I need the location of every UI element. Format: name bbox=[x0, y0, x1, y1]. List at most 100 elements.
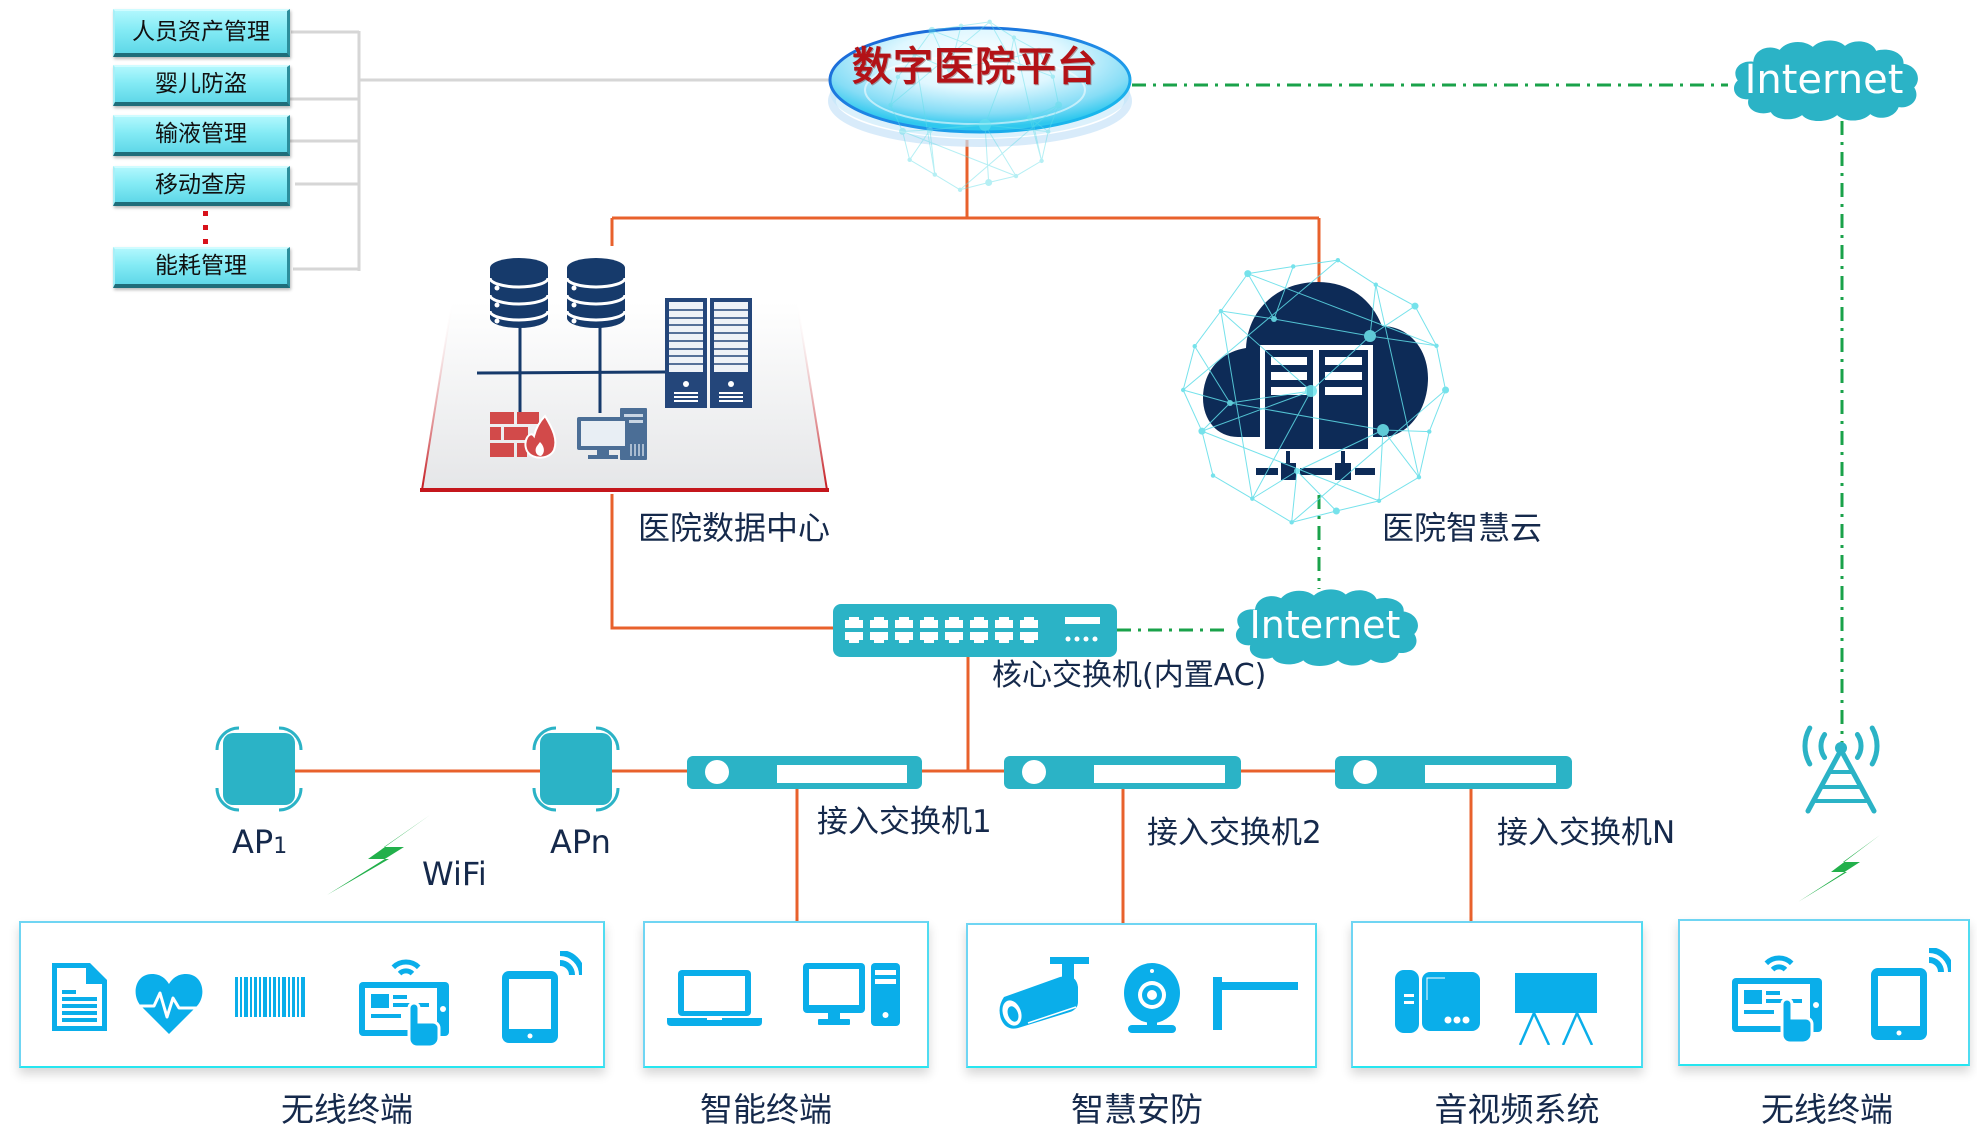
mesh-link bbox=[1296, 429, 1384, 472]
projector-screen-icon bbox=[1515, 973, 1597, 1045]
wifi-label: WiFi bbox=[422, 855, 487, 893]
mesh-link bbox=[1201, 431, 1214, 476]
switch-port bbox=[945, 617, 963, 643]
mesh-link bbox=[890, 21, 990, 106]
internet-label-top: Internet bbox=[1744, 57, 1904, 103]
mobile-phone-icon bbox=[1871, 948, 1951, 1040]
mesh-link bbox=[1382, 429, 1430, 433]
mesh-link bbox=[988, 175, 1017, 184]
database-icon bbox=[490, 258, 548, 328]
mesh-link bbox=[914, 30, 933, 55]
mesh-link bbox=[909, 129, 931, 161]
mesh-node bbox=[1050, 74, 1056, 79]
mesh-node bbox=[1210, 473, 1216, 478]
terminal-group-label: 智慧安防 bbox=[1071, 1090, 1203, 1129]
mesh-link bbox=[890, 104, 904, 132]
mesh-link bbox=[931, 29, 1054, 78]
mesh-link bbox=[1038, 50, 1054, 77]
uplink-port bbox=[1065, 617, 1100, 624]
cloud-server-icon bbox=[1256, 345, 1375, 480]
mesh-link bbox=[1220, 310, 1253, 499]
mesh-link bbox=[909, 159, 936, 176]
cellular-signal-icon bbox=[1798, 835, 1880, 902]
port-bottom-tab bbox=[899, 639, 909, 643]
mesh-link bbox=[984, 57, 1011, 126]
mesh-node bbox=[1411, 302, 1419, 310]
mesh-node bbox=[1192, 344, 1197, 349]
mesh-node bbox=[1332, 507, 1340, 515]
mesh-link bbox=[1418, 431, 1430, 478]
data-center-floor bbox=[422, 302, 827, 490]
platform-title: 数字医院平台 bbox=[852, 44, 1098, 90]
mesh-node bbox=[987, 19, 992, 25]
mesh-node bbox=[1227, 400, 1233, 406]
port-bottom-tab bbox=[849, 639, 859, 643]
mesh-node bbox=[1198, 427, 1206, 435]
mesh-link bbox=[902, 130, 1017, 177]
mesh-link bbox=[1428, 389, 1447, 432]
mesh-link bbox=[1247, 273, 1275, 320]
mesh-link bbox=[1212, 475, 1253, 500]
mesh-node bbox=[907, 157, 912, 163]
mesh-node bbox=[1364, 330, 1376, 342]
port-top bbox=[920, 620, 938, 628]
mesh-link bbox=[1291, 389, 1446, 523]
mesh-node bbox=[1027, 115, 1033, 121]
mesh-link bbox=[1041, 131, 1049, 161]
mesh-link bbox=[1013, 37, 1043, 161]
mesh-node bbox=[1335, 257, 1341, 263]
smart-cloud-label: 医院智慧云 bbox=[1382, 509, 1543, 547]
mesh-link bbox=[1252, 498, 1292, 523]
mesh-node bbox=[932, 172, 938, 177]
mesh-link bbox=[897, 54, 916, 78]
platform-disc bbox=[828, 26, 1132, 147]
mesh-link bbox=[984, 124, 990, 183]
access-switch-n-label: 接入交换机N bbox=[1497, 815, 1676, 851]
app-button-infusion: 输液管理 bbox=[113, 115, 290, 156]
mesh-node bbox=[1271, 316, 1277, 322]
wifi-signal-icon bbox=[327, 815, 430, 895]
mesh-link bbox=[1273, 318, 1371, 337]
mesh-link bbox=[1013, 37, 1040, 52]
mesh-node bbox=[895, 74, 901, 80]
barcode-icon bbox=[235, 977, 307, 1017]
port-bottom bbox=[1020, 632, 1038, 640]
app-button-label: 输液管理 bbox=[155, 121, 247, 147]
mesh-link bbox=[914, 54, 936, 175]
port-bottom-tab bbox=[924, 639, 934, 643]
document-icon bbox=[52, 963, 107, 1031]
touch-tablet-icon bbox=[359, 958, 453, 1047]
port-bottom-tab bbox=[874, 639, 884, 643]
platform-top bbox=[828, 26, 1132, 134]
switch-port bbox=[895, 617, 913, 643]
mesh-link bbox=[1414, 305, 1437, 347]
mesh-link bbox=[1220, 310, 1275, 320]
mesh-link bbox=[989, 21, 1015, 38]
data-center-edge bbox=[421, 301, 453, 491]
mesh-link bbox=[902, 131, 911, 160]
mesh-link bbox=[1291, 470, 1298, 523]
mesh-node bbox=[1305, 385, 1317, 397]
terminal-group-label: 无线终端 bbox=[1761, 1090, 1893, 1129]
access-point-1-name: AP bbox=[232, 823, 274, 861]
port-top-tab bbox=[899, 617, 909, 621]
switch-port bbox=[870, 617, 888, 643]
switch-port bbox=[995, 617, 1013, 643]
terminal-group-label: 无线终端 bbox=[281, 1090, 413, 1129]
mesh-node bbox=[1046, 129, 1051, 134]
mesh-link bbox=[959, 104, 1059, 191]
mesh-node bbox=[1013, 173, 1019, 179]
access-point-1-label: AP1 bbox=[232, 826, 287, 858]
mesh-node bbox=[1434, 343, 1439, 348]
mesh-link bbox=[890, 76, 899, 106]
touch-tablet-icon bbox=[1732, 954, 1826, 1043]
mesh-link bbox=[1183, 389, 1231, 404]
port-top-tab bbox=[924, 617, 934, 621]
mesh-node bbox=[927, 127, 933, 133]
link-data-center-to-core bbox=[610, 494, 833, 630]
mesh-link bbox=[1052, 76, 1060, 106]
mesh-link bbox=[1310, 335, 1371, 392]
terminal-group-smart bbox=[643, 921, 929, 1068]
port-top bbox=[970, 620, 988, 628]
